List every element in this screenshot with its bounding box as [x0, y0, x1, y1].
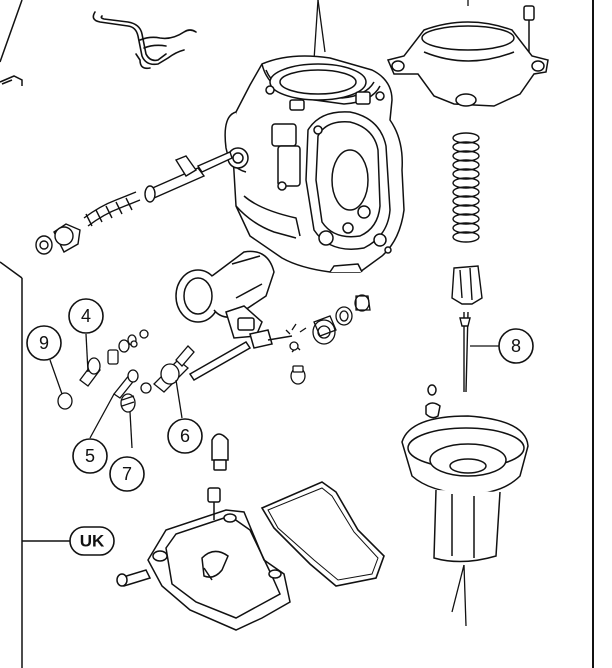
top-cover — [386, 5, 549, 107]
wire-clip-part — [92, 11, 197, 70]
piston-leader-lines — [451, 564, 467, 627]
float-bowl-gasket-inner — [267, 487, 379, 581]
callout-4: 4 — [68, 298, 104, 334]
uk-group-bracket — [0, 261, 70, 668]
callout-leader-lines — [49, 333, 500, 449]
leader-lines-top — [313, 0, 469, 61]
callout-8: 8 — [498, 328, 534, 364]
top-left-fragments — [0, 0, 23, 86]
vacuum-spring — [452, 132, 480, 243]
callout-7-label: 7 — [122, 464, 132, 484]
callout-6-label: 6 — [180, 426, 190, 446]
jet-needle-assembly — [451, 265, 483, 393]
float-bowl — [116, 433, 291, 631]
mid-small-parts — [285, 294, 371, 385]
uk-region-label: UK — [69, 526, 115, 556]
callout-5-label: 5 — [85, 446, 95, 466]
callout-7: 7 — [109, 456, 145, 492]
intake-elbow — [175, 250, 293, 381]
vacuum-piston — [401, 384, 529, 563]
small-jets-parts — [57, 329, 195, 413]
callout-9-label: 9 — [39, 333, 49, 353]
callout-4-label: 4 — [81, 306, 91, 326]
callout-6: 6 — [167, 418, 203, 454]
callout-5: 5 — [72, 438, 108, 474]
uk-region-text: UK — [80, 532, 105, 551]
throttle-stop-screw — [35, 151, 233, 255]
carburetor-body — [224, 55, 405, 273]
callout-9: 9 — [26, 325, 62, 361]
callout-8-label: 8 — [511, 336, 521, 356]
float-bowl-gasket — [260, 481, 385, 587]
